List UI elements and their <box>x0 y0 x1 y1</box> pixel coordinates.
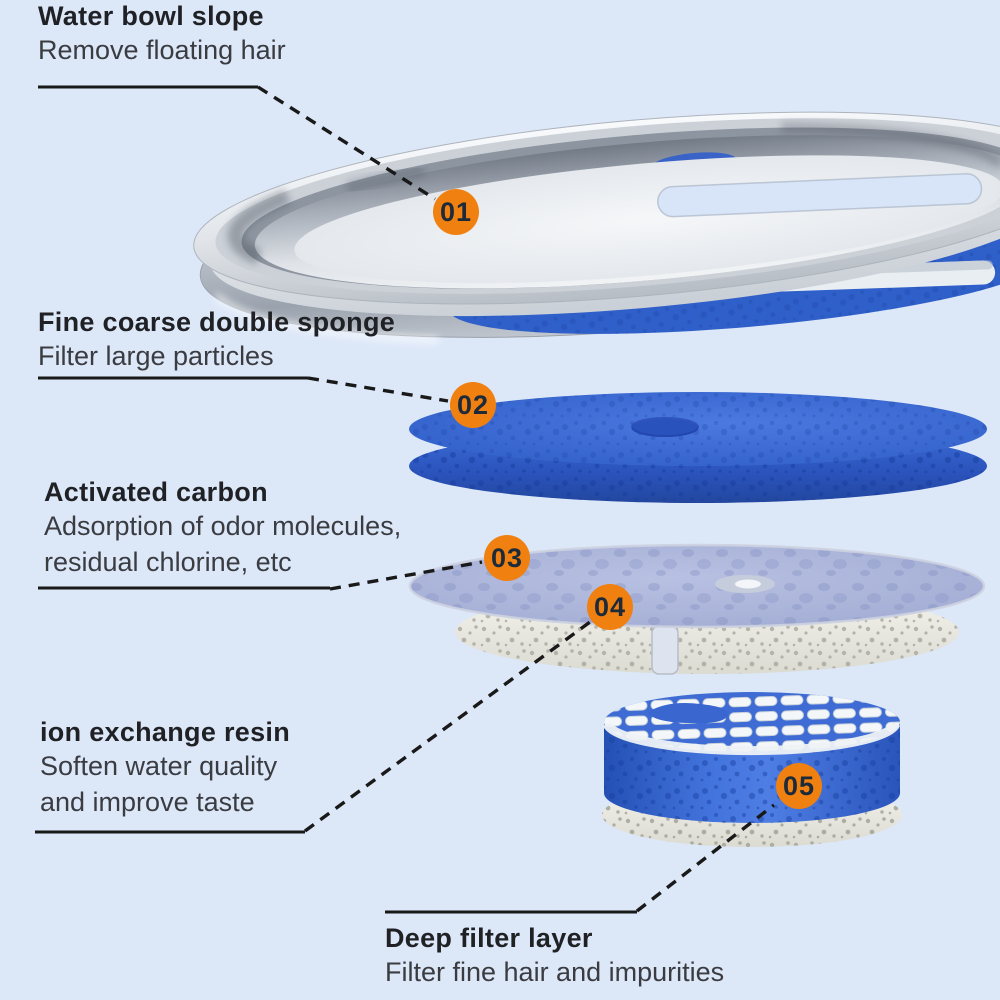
step-badge-04: 04 <box>587 584 633 630</box>
disc-notch <box>651 625 679 675</box>
label-line: and improve taste <box>40 787 255 817</box>
label-title: Fine coarse double sponge <box>38 307 396 337</box>
water-bowl-illustration <box>193 111 1000 343</box>
label-line: Filter fine hair and impurities <box>385 957 725 987</box>
label-line: Soften water quality <box>40 751 278 781</box>
label-line: Remove floating hair <box>38 35 286 65</box>
label-title: Water bowl slope <box>38 1 264 31</box>
leader-dash-2 <box>307 376 449 403</box>
step-badge-01: 01 <box>433 189 479 235</box>
sponge-center-hole <box>632 419 698 437</box>
label-title: Deep filter layer <box>385 923 593 953</box>
bowl-slot <box>657 173 983 218</box>
label-title: ion exchange resin <box>40 717 290 747</box>
leader-dash-1 <box>257 85 436 201</box>
label-deep-filter-layer: Deep filter layer Filter fine hair and i… <box>385 922 724 990</box>
step-badge-03: 03 <box>484 535 530 581</box>
label-line: residual chlorine, etc <box>44 547 292 577</box>
label-line: Filter large particles <box>38 341 274 371</box>
leader-dash-4 <box>303 620 592 833</box>
label-water-bowl-slope: Water bowl slope Remove floating hair <box>38 0 286 68</box>
cylinder-mesh-top <box>602 692 901 756</box>
leader-dash-3 <box>329 560 483 591</box>
label-title: Activated carbon <box>44 477 268 507</box>
label-activated-carbon: Activated carbon Adsorption of odor mole… <box>44 476 401 580</box>
deep-filter-cylinder-illustration <box>602 692 902 847</box>
label-ion-exchange-resin: ion exchange resin Soften water quality … <box>40 716 290 820</box>
coarse-sponge-disc-illustration <box>409 392 987 503</box>
step-badge-05: 05 <box>776 763 822 809</box>
label-fine-coarse-double-sponge: Fine coarse double sponge Filter large p… <box>38 306 395 374</box>
carbon-resin-disc-illustration <box>408 543 986 675</box>
label-line: Adsorption of odor molecules, <box>44 511 402 541</box>
step-badge-02: 02 <box>450 382 496 428</box>
leader-lines <box>35 85 776 914</box>
leader-dash-5 <box>635 803 776 913</box>
